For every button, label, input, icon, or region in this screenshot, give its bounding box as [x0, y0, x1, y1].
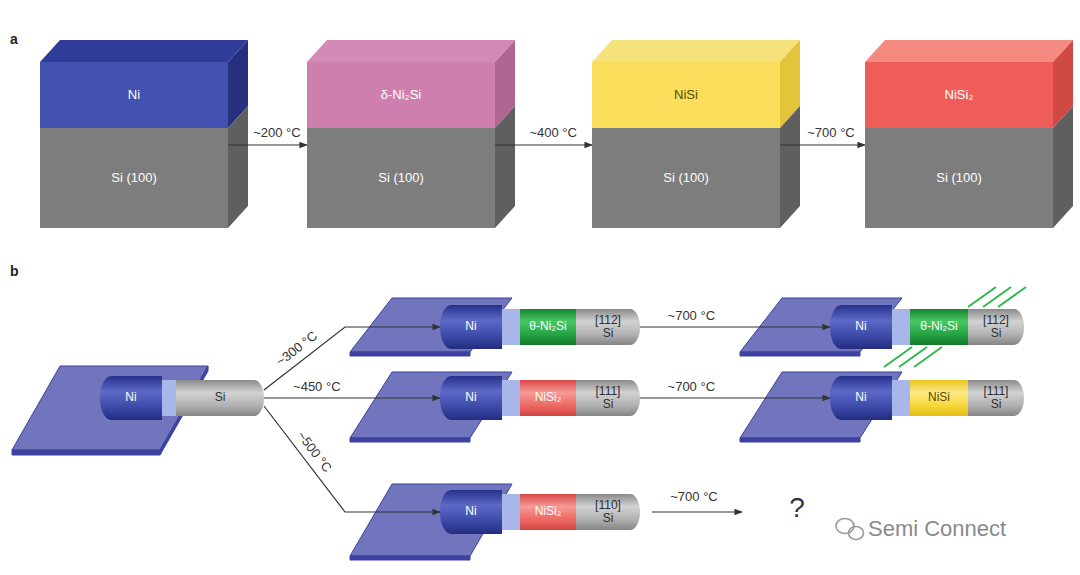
watermark-icon [836, 519, 864, 540]
block-faces [40, 40, 1073, 228]
wire-segment: NiSi [910, 380, 968, 416]
wire-segment: Ni [440, 376, 502, 420]
layer-face: Ni [40, 62, 228, 128]
node-label: Ni [465, 320, 476, 333]
node-label: Si (100) [663, 171, 709, 185]
layer-face: Si (100) [307, 128, 495, 228]
temperature-label: ~700 °C [666, 309, 717, 323]
temperature-label: ~700 °C [805, 126, 856, 140]
wire-segment: [112] Si [576, 309, 640, 345]
process-arrow [264, 397, 440, 398]
node-label: Si (100) [936, 171, 982, 185]
node-label: NiSi [928, 391, 950, 404]
wire-segment: [111] Si [576, 380, 640, 416]
wire-segment: θ-Ni₂Si [520, 309, 576, 345]
node-label: [112] Si [590, 314, 626, 340]
wire-segment: Ni [830, 305, 892, 349]
layer-face: Si (100) [40, 128, 228, 228]
metal-pad [12, 298, 902, 560]
node-label: Si (100) [111, 171, 157, 185]
node-label: [112] Si [978, 314, 1014, 340]
temperature-label: ~700 °C [668, 490, 719, 504]
wire-segment: Ni [440, 305, 502, 349]
node-label: NiSi [674, 88, 698, 102]
node-label: NiSi₂ [945, 88, 974, 102]
node-label: δ-Ni₂Si [381, 88, 421, 102]
node-label: Ni [465, 391, 476, 404]
node-label: Si (100) [378, 171, 424, 185]
node-label: Ni [465, 505, 476, 518]
interface-band [162, 309, 910, 530]
wire-segment: NiSi₂ [520, 494, 576, 530]
wire-segment: θ-Ni₂Si [910, 309, 968, 345]
panel-letter: b [10, 264, 19, 279]
layer-face: NiSi [592, 62, 780, 128]
layer-face: Si (100) [592, 128, 780, 228]
process-arrow [495, 144, 592, 145]
node-label: [111] Si [590, 385, 626, 411]
node-label: [110] Si [590, 499, 626, 525]
node-label: Ni [855, 320, 866, 333]
wire-segment: Ni [830, 376, 892, 420]
temperature-label: ~400 °C [527, 126, 578, 140]
wire-segment: NiSi₂ [520, 380, 576, 416]
panel-letter: a [10, 32, 18, 47]
wire-segment: [110] Si [576, 494, 640, 530]
temperature-label: ~700 °C [666, 380, 717, 394]
layer-face: δ-Ni₂Si [307, 62, 495, 128]
node-label: NiSi₂ [535, 505, 562, 518]
process-arrow [640, 397, 830, 398]
temperature-label: ~200 °C [251, 126, 302, 140]
process-arrow [780, 144, 865, 145]
node-label: Ni [855, 391, 866, 404]
layer-face: NiSi₂ [865, 62, 1053, 128]
process-arrow [228, 144, 307, 145]
node-label: [111] Si [978, 385, 1014, 411]
watermark: Semi Connect [868, 517, 1006, 541]
wire-segment: Ni [100, 376, 162, 420]
wire-segment: [112] Si [968, 309, 1024, 345]
node-label: θ-Ni₂Si [920, 320, 957, 333]
defect-stripes [884, 287, 1026, 367]
temperature-label: ~450 °C [291, 380, 342, 394]
node-label: θ-Ni₂Si [529, 320, 566, 333]
wire-segment: Ni [440, 490, 502, 534]
process-arrow [652, 511, 742, 512]
process-arrow [640, 326, 830, 327]
node-label: NiSi₂ [535, 391, 562, 404]
node-label: Ni [125, 391, 136, 404]
node-label: Ni [128, 88, 140, 102]
wire-segment: [111] Si [968, 380, 1024, 416]
node-label: Si [215, 391, 226, 404]
wire-segment: Si [176, 380, 264, 416]
layer-face: Si (100) [865, 128, 1053, 228]
process-arrow [264, 406, 440, 512]
question-mark: ? [789, 493, 805, 524]
